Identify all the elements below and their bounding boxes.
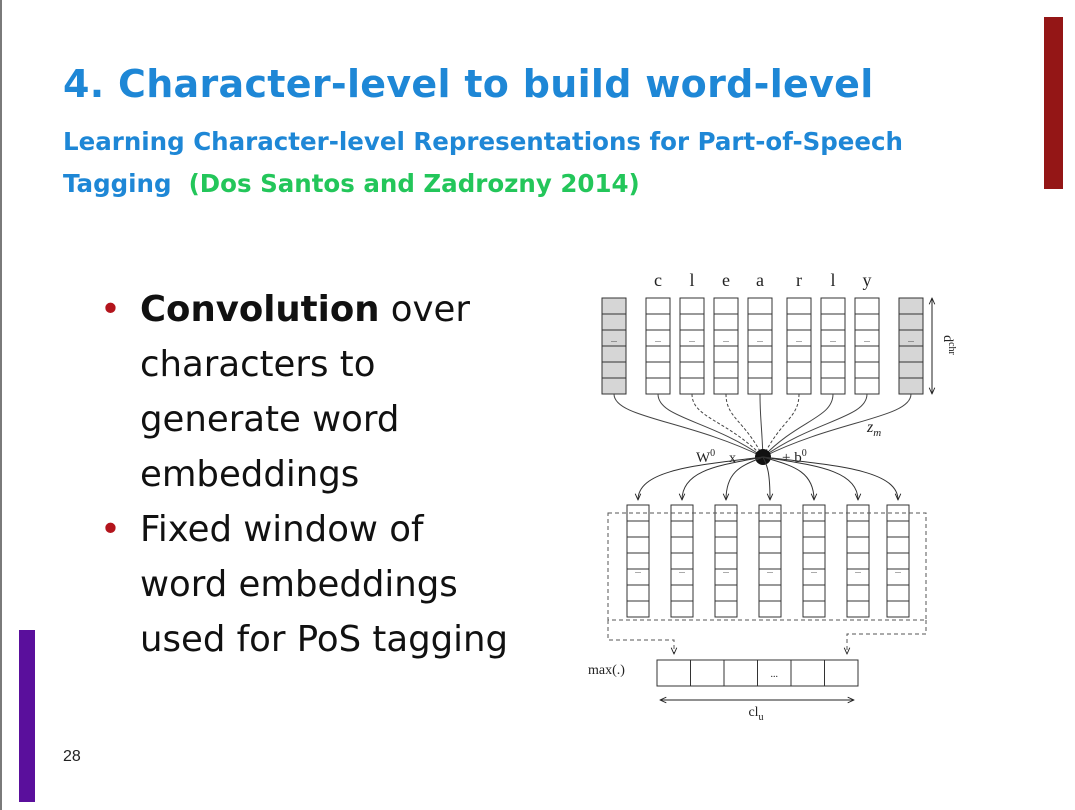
bullet-text: Fixed window of word embeddings used for… — [140, 509, 509, 660]
paper-title: Learning Character-level Representations… — [63, 127, 903, 198]
char-embedding-column: ... — [645, 297, 671, 395]
page-number: 28 — [63, 748, 81, 765]
conv-output-column: ... — [670, 504, 694, 618]
cell-ellipsis: ... — [830, 335, 836, 344]
output-arrows — [638, 456, 898, 500]
connection-line — [657, 393, 764, 458]
cell-ellipsis: ... — [655, 335, 661, 344]
conv-output-column: ... — [886, 504, 910, 618]
conv-output-column: ... — [802, 504, 826, 618]
padding-column: ... — [601, 297, 627, 395]
connection-line — [613, 393, 764, 458]
fan-arrow — [762, 456, 814, 500]
word-embedding-vector: ... — [656, 659, 859, 687]
fan-arrow — [682, 456, 764, 500]
convolution-output-columns: ..................... — [626, 504, 910, 618]
connection-line — [762, 393, 912, 458]
char-label: c — [654, 270, 662, 290]
slide-title: 4. Character-level to build word-level — [63, 62, 874, 106]
char-embedding-column: ... — [820, 297, 846, 395]
cell-ellipsis: ... — [811, 566, 817, 575]
red-accent-bar — [1044, 17, 1063, 189]
char-embedding-column: ... — [854, 297, 880, 395]
char-label: e — [722, 270, 730, 290]
char-embedding-column: ... — [713, 297, 739, 395]
purple-accent-bar — [19, 630, 35, 802]
char-label: r — [796, 270, 802, 290]
cell-ellipsis: ... — [895, 566, 901, 575]
slide-subtitle: Learning Character-level Representations… — [63, 121, 963, 205]
cell-ellipsis: ... — [723, 335, 729, 344]
connection-line — [762, 393, 868, 458]
cell-ellipsis: ... — [757, 335, 763, 344]
conv-output-column: ... — [758, 504, 782, 618]
left-edge-line — [0, 0, 2, 810]
z-m-label: zm — [866, 419, 881, 439]
cell-ellipsis: ... — [767, 566, 773, 575]
charcnn-diagram: c l e a r l y ........................... dchr… — [588, 270, 957, 723]
cell-ellipsis: ... — [855, 566, 861, 575]
connection-line — [691, 393, 764, 458]
max-pool-label: max(.) — [588, 663, 625, 678]
cell-ellipsis: ... — [723, 566, 729, 575]
w0-label: W0 — [696, 448, 715, 466]
cell-ellipsis: ... — [689, 335, 695, 344]
bullet-text: over characters to generate word embeddi… — [140, 289, 470, 495]
paper-citation: (Dos Santos and Zadrozny 2014) — [188, 169, 640, 198]
cell-ellipsis: ... — [611, 335, 617, 344]
bullet-item: Fixed window of word embeddings used for… — [100, 502, 520, 667]
cell-ellipsis: ... — [908, 335, 914, 344]
char-embedding-column: ... — [679, 297, 705, 395]
conv-output-column: ... — [626, 504, 650, 618]
padding-column: ... — [898, 297, 924, 395]
char-label: y — [863, 270, 872, 290]
char-label: a — [756, 270, 764, 290]
cell-ellipsis: ... — [864, 335, 870, 344]
fan-arrow — [762, 456, 898, 500]
b0-label: + b0 — [782, 448, 807, 466]
character-embedding-columns: ........................... — [601, 297, 924, 395]
conv-output-column: ... — [714, 504, 738, 618]
bullet-item: Convolution over characters to generate … — [100, 282, 520, 502]
connection-line — [759, 393, 764, 458]
max-pooling-connections — [607, 512, 927, 654]
connection-line — [762, 393, 834, 458]
cell-ellipsis: ... — [679, 566, 685, 575]
d-chr-label: dchr — [940, 335, 957, 355]
conv-output-column: ... — [846, 504, 870, 618]
cl-u-label: clu — [748, 705, 763, 723]
cell-ellipsis: ... — [635, 566, 641, 575]
char-label: l — [689, 270, 694, 290]
bullet-list: Convolution over characters to generate … — [100, 282, 520, 667]
cell-ellipsis: ... — [796, 335, 802, 344]
fan-arrow — [638, 456, 764, 500]
x-label: x — [729, 451, 736, 466]
char-label: l — [830, 270, 835, 290]
fan-arrow — [726, 456, 764, 500]
bullet-bold-text: Convolution — [140, 289, 380, 330]
connection-line — [725, 393, 764, 458]
char-embedding-column: ... — [747, 297, 773, 395]
window-connection-lines — [613, 393, 912, 458]
connection-line — [762, 393, 800, 458]
cell-ellipsis: ... — [771, 669, 779, 680]
char-embedding-column: ... — [786, 297, 812, 395]
fan-arrow — [762, 456, 858, 500]
fan-arrow — [762, 456, 770, 500]
